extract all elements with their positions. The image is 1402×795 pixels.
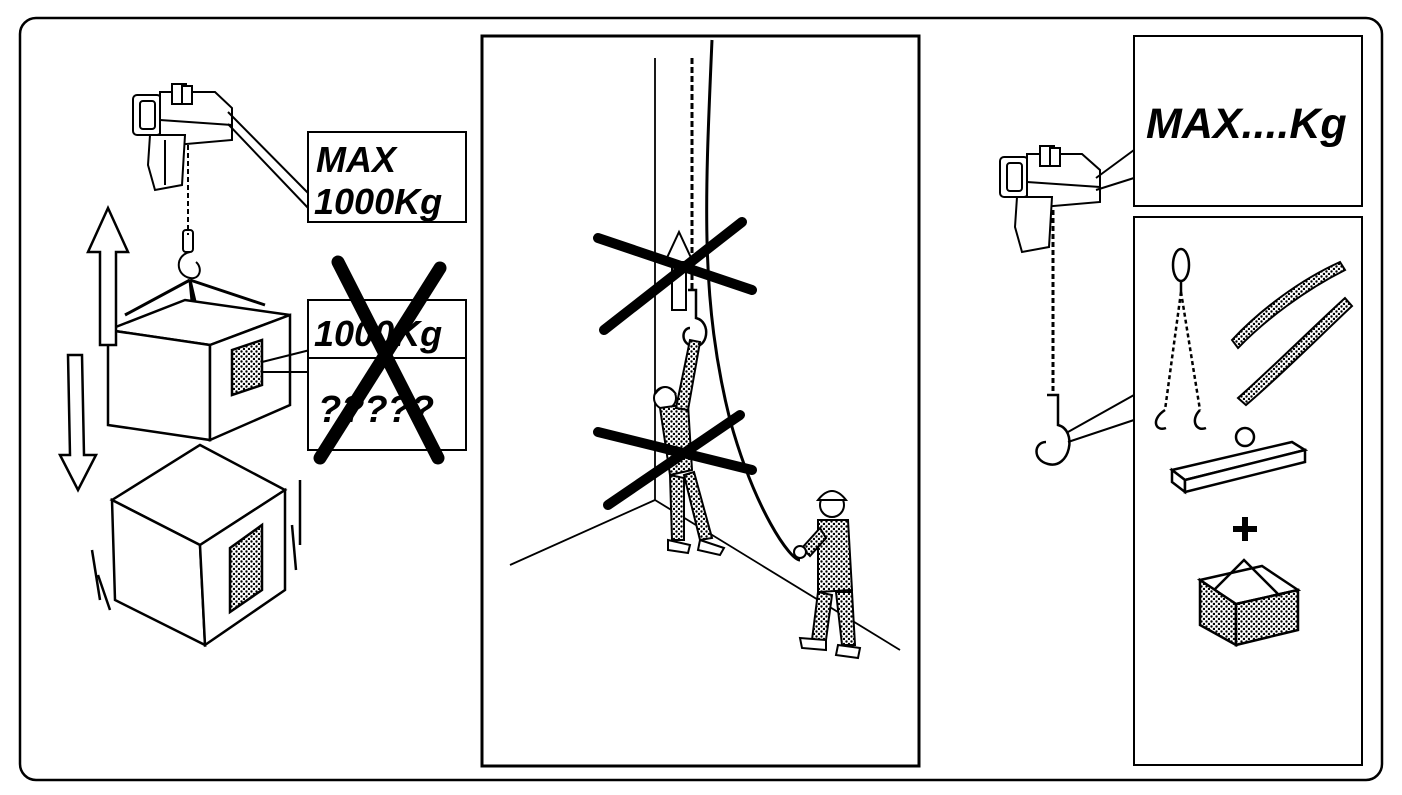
capacity-label-line2: 1000Kg bbox=[314, 181, 442, 222]
control-cable-icon bbox=[707, 40, 800, 560]
leader-line bbox=[1068, 420, 1134, 442]
right-panel: MAX....Kg bbox=[1000, 36, 1362, 765]
leader-line bbox=[1096, 178, 1134, 190]
capacity-label: MAX 1000Kg bbox=[308, 132, 466, 222]
capacity-label-line1: MAX bbox=[316, 139, 398, 180]
leader-line bbox=[228, 124, 310, 210]
cross-mark-icon bbox=[598, 222, 752, 330]
leader-line bbox=[1096, 150, 1134, 178]
hoist-icon bbox=[1000, 146, 1100, 252]
accessories-box bbox=[1134, 217, 1362, 765]
leader-line bbox=[228, 112, 310, 195]
load-box-icon bbox=[108, 300, 290, 440]
leader-line bbox=[1068, 395, 1134, 432]
operator-icon bbox=[794, 491, 860, 658]
capacity-label-text: MAX....Kg bbox=[1146, 100, 1347, 148]
falling-box-icon bbox=[92, 445, 300, 645]
left-panel: MAX 1000Kg 1000Kg ????? bbox=[60, 84, 466, 645]
capacity-label: MAX....Kg bbox=[1134, 36, 1362, 206]
hook-icon bbox=[1037, 395, 1070, 465]
down-arrow-icon bbox=[60, 355, 96, 490]
hoist-icon bbox=[133, 84, 232, 190]
middle-panel bbox=[482, 36, 919, 766]
